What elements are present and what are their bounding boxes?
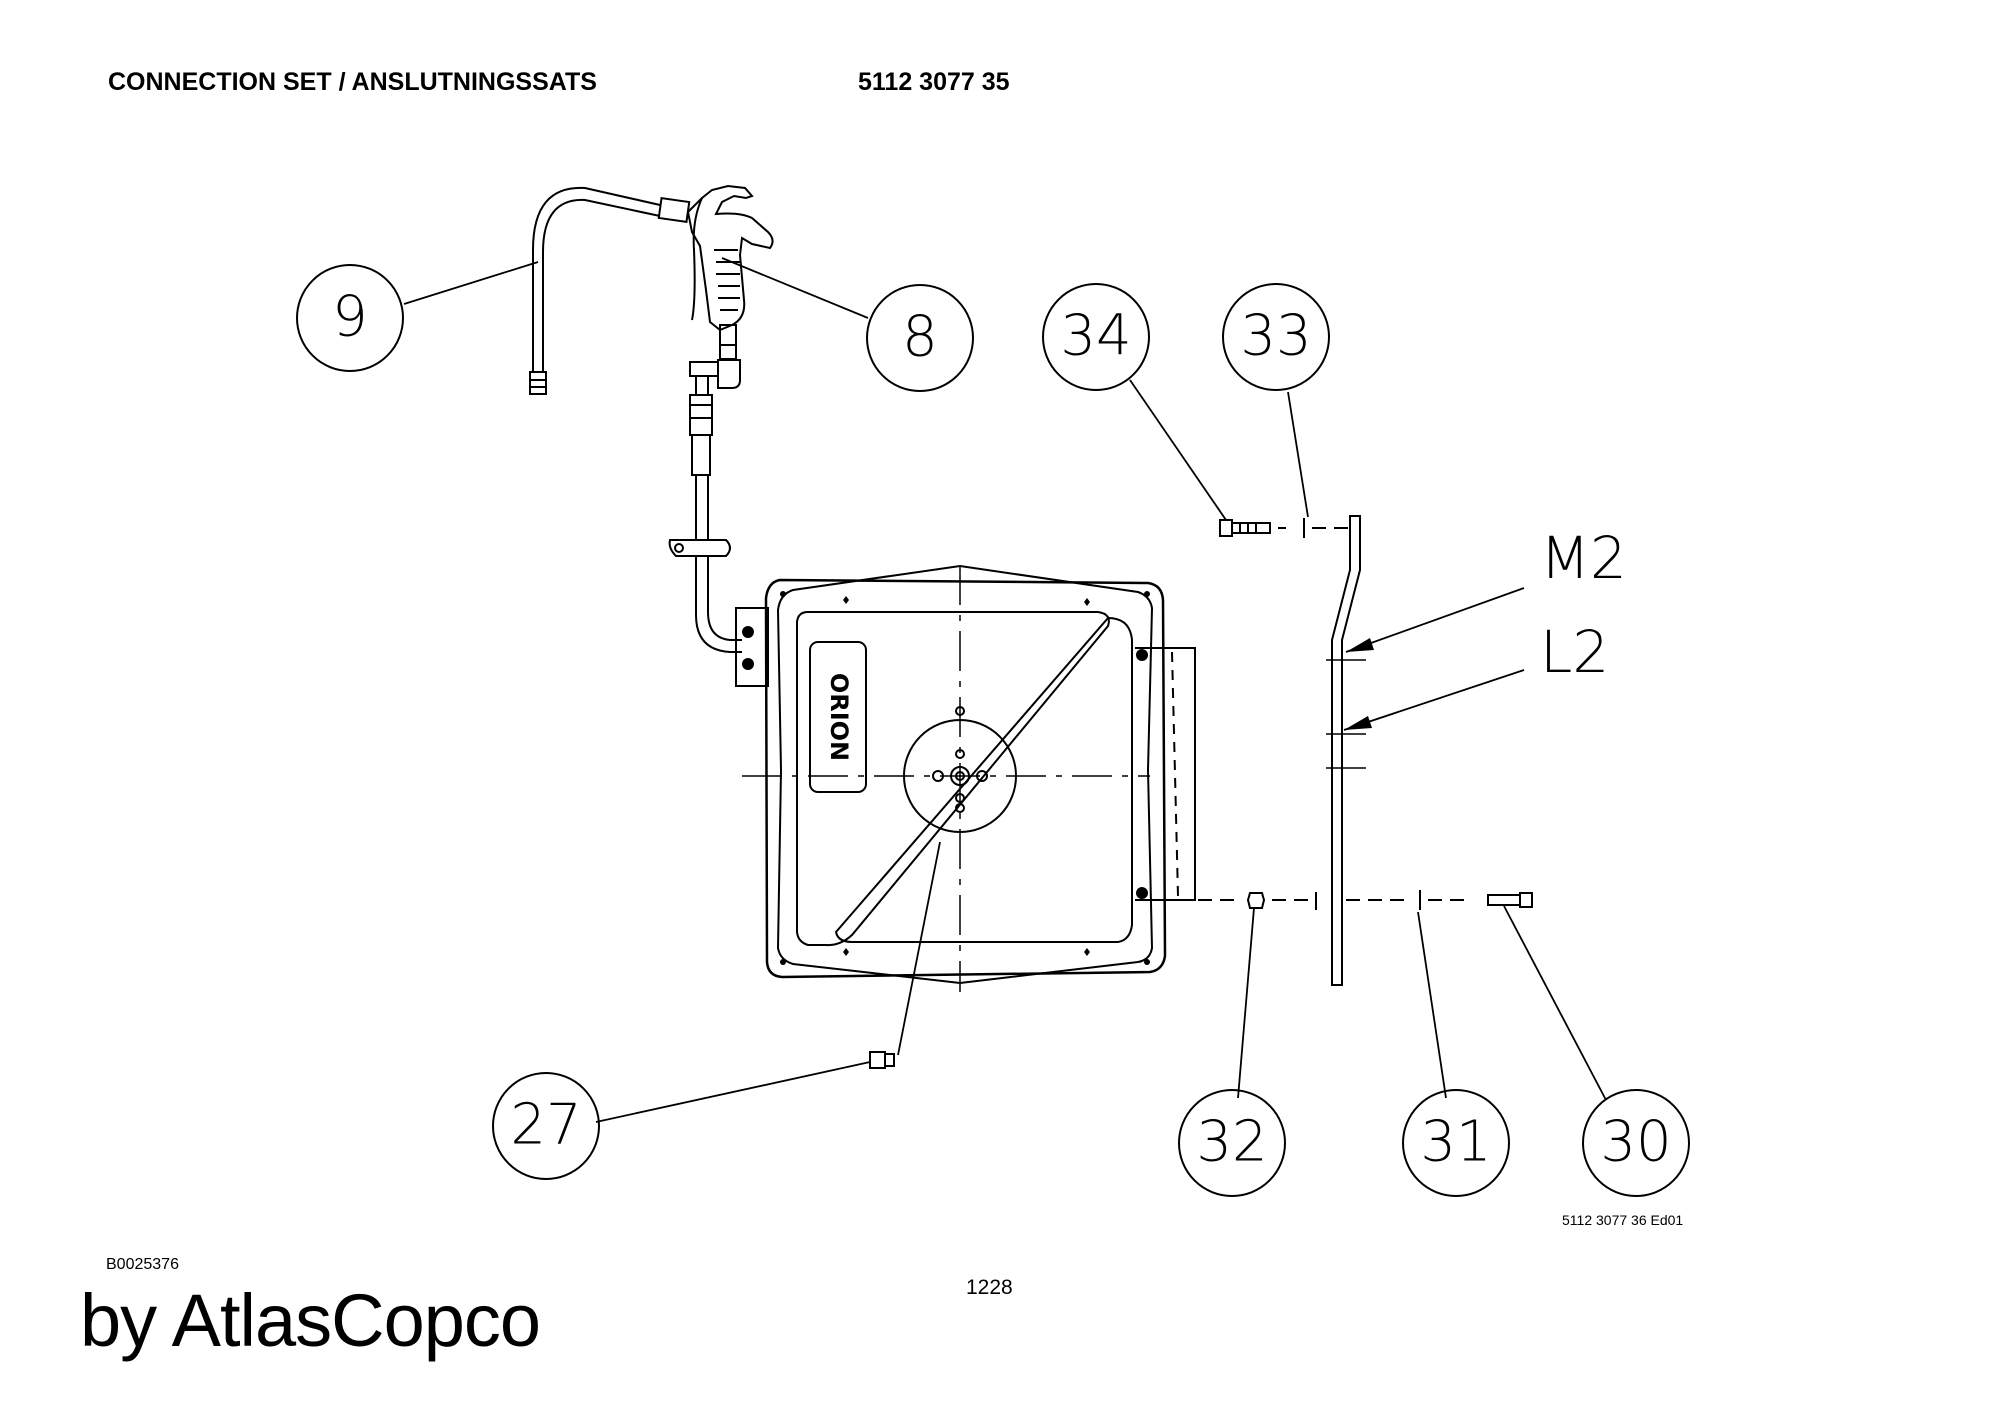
svg-text:27: 27 (510, 1092, 581, 1157)
mounting-hardware (1198, 515, 1533, 986)
leader-lines (403, 257, 1607, 1123)
callout-31: 31 (1402, 1089, 1510, 1197)
reference-m2: M2 (1540, 524, 1627, 592)
part-number: 5112 3077 35 (858, 68, 1010, 96)
callout-27: 27 (492, 1072, 600, 1180)
reel-logo: ORION (825, 673, 853, 761)
callout-33: 33 (1222, 283, 1330, 391)
svg-text:32: 32 (1196, 1109, 1267, 1174)
callout-34: 34 (1042, 283, 1150, 391)
page-number: 1228 (966, 1276, 1013, 1299)
drawing-code: 5112 3077 36 Ed01 (1562, 1212, 1684, 1228)
brand-footer: by AtlasCopco (80, 1279, 541, 1362)
svg-text:9: 9 (332, 284, 368, 349)
svg-text:34: 34 (1060, 303, 1131, 368)
callout-9: 9 (296, 264, 404, 372)
svg-text:33: 33 (1240, 303, 1311, 368)
svg-text:8: 8 (902, 304, 938, 369)
page-title: CONNECTION SET / ANSLUTNINGSSATS (108, 68, 597, 96)
supply-hose (668, 376, 742, 653)
svg-text:30: 30 (1600, 1109, 1671, 1174)
blow-gun-part (686, 184, 774, 389)
callout-32: 32 (1178, 1089, 1286, 1197)
callout-30: 30 (1582, 1089, 1690, 1197)
svg-text:31: 31 (1420, 1109, 1491, 1174)
reference-l2: L2 (1540, 618, 1609, 686)
hose-reel-housing: ORION (735, 564, 1196, 1069)
hose-nozzle-part (529, 186, 691, 395)
callout-8: 8 (866, 284, 974, 392)
document-code: B0025376 (106, 1256, 179, 1273)
